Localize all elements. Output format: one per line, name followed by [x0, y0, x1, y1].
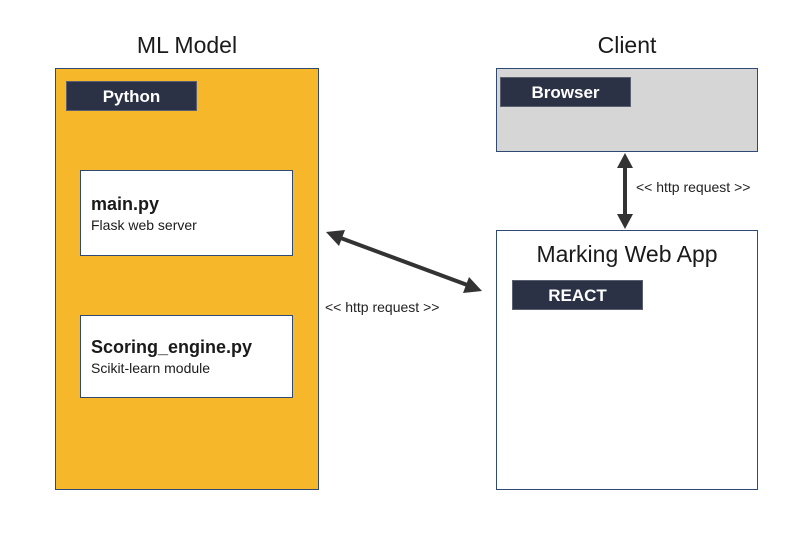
ml-to-webapp-request-label: << http request >>: [325, 299, 440, 315]
scoring-engine-module: Scoring_engine.py Scikit-learn module: [80, 315, 293, 398]
main-py-module: main.py Flask web server: [80, 170, 293, 256]
browser-to-webapp-request-label: << http request >>: [636, 179, 751, 195]
ml-model-heading: ML Model: [136, 32, 238, 58]
scoring-engine-subtitle: Scikit-learn module: [91, 360, 211, 376]
ml-model-box: [55, 68, 319, 490]
python-tag: Python: [66, 81, 197, 111]
marking-web-app-title: Marking Web App: [536, 241, 718, 267]
react-tag: REACT: [512, 280, 643, 310]
ml-webapp-double-arrow-icon: [326, 230, 482, 293]
main-py-title: main.py: [91, 194, 160, 214]
marking-web-app-box: [496, 230, 758, 490]
client-heading: Client: [597, 32, 657, 58]
browser-tag: Browser: [500, 77, 631, 107]
scoring-engine-title: Scoring_engine.py: [91, 337, 253, 357]
browser-webapp-double-arrow-icon: [617, 153, 633, 229]
main-py-subtitle: Flask web server: [91, 217, 197, 233]
